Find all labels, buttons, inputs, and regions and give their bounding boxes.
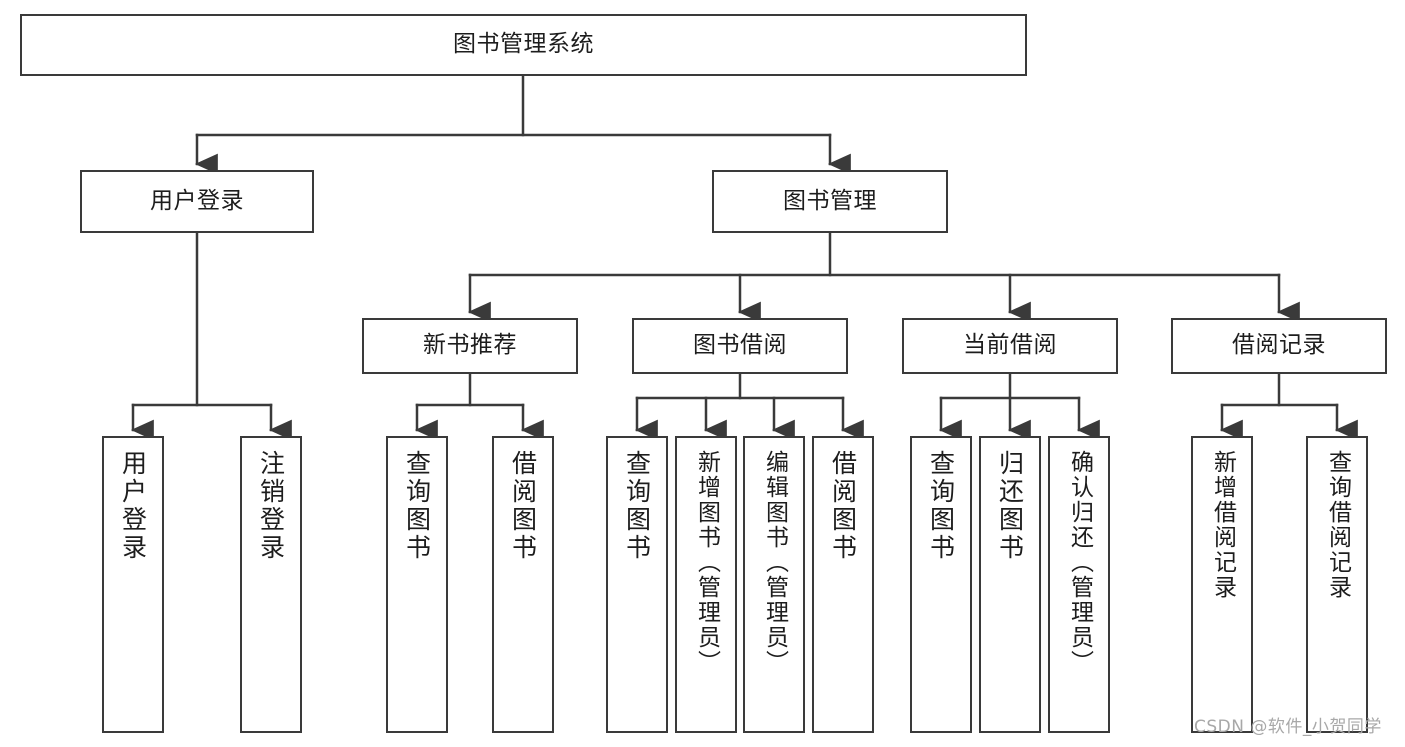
node-book-manage[interactable]: 图书管理	[712, 170, 948, 233]
node-current-borrow[interactable]: 当前借阅	[902, 318, 1118, 374]
watermark-text: CSDN @软件_小贺同学	[1194, 717, 1382, 737]
leaf-query-book-1[interactable]: 查询图书	[386, 436, 448, 733]
node-user-login-label: 用户登录	[150, 187, 244, 214]
leaf-confirm-return-label: 确认归还（管理员）	[1066, 450, 1093, 675]
leaf-query-record[interactable]: 查询借阅记录	[1306, 436, 1368, 733]
leaf-user-login-label: 用户登录	[118, 450, 148, 562]
leaf-query-book-3-label: 查询图书	[926, 450, 956, 562]
leaf-user-logout[interactable]: 注销登录	[240, 436, 302, 733]
node-user-login[interactable]: 用户登录	[80, 170, 314, 233]
leaf-return-book-label: 归还图书	[995, 450, 1025, 562]
leaf-query-book-2-label: 查询图书	[622, 450, 652, 562]
leaf-query-book-2[interactable]: 查询图书	[606, 436, 668, 733]
leaf-edit-book[interactable]: 编辑图书（管理员）	[743, 436, 805, 733]
node-root[interactable]: 图书管理系统	[20, 14, 1027, 76]
node-book-manage-label: 图书管理	[783, 187, 877, 214]
node-book-borrow[interactable]: 图书借阅	[632, 318, 848, 374]
leaf-return-book[interactable]: 归还图书	[979, 436, 1041, 733]
leaf-add-record-label: 新增借阅记录	[1209, 450, 1236, 600]
leaf-edit-book-label: 编辑图书（管理员）	[761, 450, 788, 675]
leaf-borrow-book-1[interactable]: 借阅图书	[492, 436, 554, 733]
leaf-borrow-book-1-label: 借阅图书	[508, 450, 538, 562]
node-current-borrow-label: 当前借阅	[963, 332, 1057, 359]
node-book-borrow-label: 图书借阅	[693, 332, 787, 359]
node-borrow-record[interactable]: 借阅记录	[1171, 318, 1387, 374]
leaf-add-book[interactable]: 新增图书（管理员）	[675, 436, 737, 733]
node-borrow-record-label: 借阅记录	[1232, 332, 1326, 359]
leaf-add-book-label: 新增图书（管理员）	[693, 450, 720, 675]
leaf-add-record[interactable]: 新增借阅记录	[1191, 436, 1253, 733]
leaf-query-record-label: 查询借阅记录	[1324, 450, 1351, 600]
leaf-user-login[interactable]: 用户登录	[102, 436, 164, 733]
node-root-label: 图书管理系统	[453, 31, 594, 58]
leaf-user-logout-label: 注销登录	[256, 450, 286, 562]
leaf-query-book-1-label: 查询图书	[402, 450, 432, 562]
leaf-query-book-3[interactable]: 查询图书	[910, 436, 972, 733]
leaf-borrow-book-2[interactable]: 借阅图书	[812, 436, 874, 733]
node-new-book-rec-label: 新书推荐	[423, 332, 517, 359]
node-new-book-rec[interactable]: 新书推荐	[362, 318, 578, 374]
leaf-confirm-return[interactable]: 确认归还（管理员）	[1048, 436, 1110, 733]
leaf-borrow-book-2-label: 借阅图书	[828, 450, 858, 562]
